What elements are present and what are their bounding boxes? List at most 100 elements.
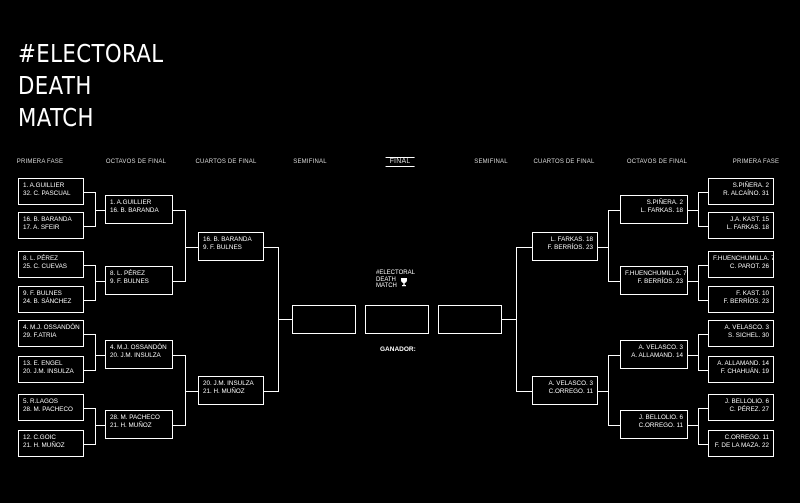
bracket-connector [698,264,699,301]
right-r3-match-1-line-1: L. FARKAS. 18 [550,236,593,243]
left-r1-match-1-line-2: 32. C. PASCUAL [23,190,71,197]
bracket-connector [173,424,185,426]
bracket-connector [608,354,609,426]
bracket-connector [608,209,620,211]
bracket-connector [95,333,96,371]
right-r1-match-8-line-1: C.ORREGO. 11 [724,434,769,441]
left-r1-match-6-line-1: 13. E. ENGEL [23,360,63,367]
bracket-connector [84,225,95,227]
right-r1-match-2-line-2: L. FARKAS. 18 [726,224,769,231]
right-r2-match-3-line-1: A. VELASCO. 3 [638,344,683,351]
right-r1-match-1-line-1: S.PIÑERA. 2 [732,182,769,189]
bracket-connector [698,443,708,445]
left-r3-match-2-line-2: 21. H. MUÑOZ [203,388,245,395]
left-r2-match-2-line-1: 8. L. PÉREZ [110,270,145,277]
bracket-connector [95,280,105,282]
left-r3-match-1-line-1: 16. B. BARANDA [203,236,252,243]
page-title: #ELECTORAL DEATH MATCH [18,38,164,134]
left-r3-match-1-line-2: 9. F. BULNES [203,244,242,251]
bracket-connector [84,264,95,266]
bracket-connector [84,333,95,335]
left-r1-match-8-line-2: 21. H. MUÑOZ [23,442,65,449]
bracket-connector [95,264,96,301]
semifinal-right-slot [438,305,502,334]
bracket-connector [95,354,105,356]
header-primera-fase-left: PRIMERA FASE [16,159,64,165]
bracket-connector [95,191,96,227]
header-octavos-left: OCTAVOS DE FINAL [105,159,167,165]
bracket-connector [84,191,95,193]
bracket-connector [698,407,699,445]
bracket-connector [95,424,105,426]
bracket-connector [173,209,185,211]
bracket-connector [698,191,699,227]
right-r1-match-4-line-1: F. KAST. 10 [736,290,769,297]
bracket-connector [185,246,198,248]
bracket-connector [84,369,95,371]
left-r2-match-1-line-2: 16. B. BARANDA [110,207,159,214]
bracket-connector [185,209,186,282]
left-r1-match-7-line-2: 28. M. PACHECO [23,406,73,413]
title-line-3: MATCH [18,103,94,132]
left-r1-match-3-line-2: 25. C. CUEVAS [23,263,67,270]
bracket-connector [698,407,708,409]
bracket-connector [688,354,698,356]
bracket-connector [516,246,532,248]
bracket-connector [698,225,708,227]
left-r1-match-5-line-1: 4. M.J. OSSANDÓN [23,324,80,331]
semifinal-left-slot [292,305,356,334]
bracket-connector [698,191,708,193]
bracket-connector [608,280,620,282]
title-line-1: #ELECTORAL [18,39,164,68]
right-r1-match-4-line-2: F. BERRÍOS. 23 [723,298,770,305]
bracket-connector [698,264,708,266]
bracket-connector [598,390,608,392]
bracket-connector [185,390,198,392]
bracket-connector [516,246,517,392]
bracket-connector [598,246,608,248]
bracket-connector [608,209,609,282]
header-semifinal-right: SEMIFINAL [474,159,508,165]
right-r2-match-3-line-2: A. ALLAMAND. 14 [631,352,683,359]
right-r1-match-5-line-1: A. VELASCO. 3 [724,324,769,331]
bracket-connector [688,424,698,426]
header-octavos-right: OCTAVOS DE FINAL [626,159,688,165]
bracket-connector [264,246,278,248]
left-r1-match-2-line-1: 16. B. BARANDA [23,216,72,223]
logo-line-3: MATCH [376,283,397,289]
left-r2-match-4-line-1: 28. M. PACHECO [110,414,160,421]
left-r3-match-2-line-1: 20. J.M. INSULZA [203,380,254,387]
right-r1-match-3-line-2: C. PAROT. 26 [729,263,769,270]
bracket-connector [173,354,185,356]
logo-line-1: #ELECTORAL [376,270,415,276]
left-r1-match-6-line-2: 20. J.M. INSULZA [23,368,74,375]
left-r2-match-2-line-2: 9. F. BULNES [110,278,149,285]
bracket-connector [278,319,292,320]
bracket-connector [84,299,95,301]
right-r3-match-2-line-2: C.ORREGO. 11 [548,388,593,395]
right-r1-match-7-line-1: J. BELLOLIO. 6 [724,398,769,405]
bracket-connector [185,354,186,426]
right-r2-match-4-line-1: J. BELLOLIO. 6 [638,414,683,421]
left-r2-match-3-line-1: 4. M.J. OSSANDÓN [110,344,167,351]
